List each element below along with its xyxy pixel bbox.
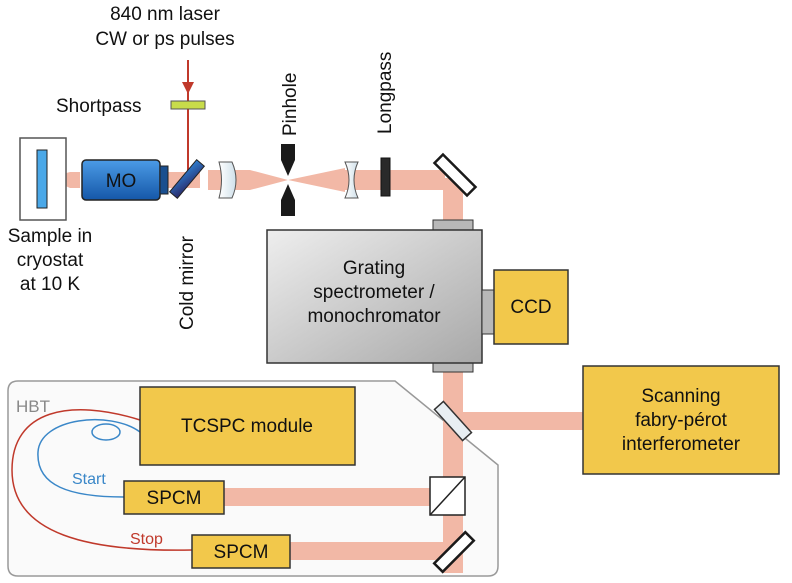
- laser-label-line1: 840 nm laser: [110, 4, 221, 25]
- sample-label-line1: Sample in: [8, 226, 93, 247]
- cold-mirror: [168, 158, 206, 200]
- shortpass-filter: [170, 100, 206, 110]
- spectrometer-label-line1: Grating: [343, 258, 405, 279]
- lens-2: [344, 161, 359, 199]
- start-cable-loop: [91, 423, 121, 441]
- hbt-enclosure: [7, 380, 499, 577]
- spectrometer-box: [266, 229, 483, 364]
- lens-1: [218, 161, 237, 199]
- fabry-perot-label-line3: interferometer: [622, 434, 741, 455]
- shortpass-label: Shortpass: [56, 96, 142, 117]
- mo-label: MO: [106, 171, 137, 192]
- start-cable: [37, 419, 141, 498]
- flip-mirror: [433, 400, 473, 442]
- pinhole-upper: [281, 144, 295, 176]
- longpass-filter: [380, 157, 391, 197]
- spcm-2-label: SPCM: [214, 542, 269, 563]
- spectrometer-label-line2: spectrometer /: [313, 282, 435, 303]
- laser-label-line2: CW or ps pulses: [95, 29, 234, 50]
- mirror-top: [432, 152, 478, 198]
- cold-mirror-label: Cold mirror: [177, 235, 198, 330]
- pinhole-label: Pinhole: [280, 73, 301, 136]
- start-label: Start: [72, 471, 106, 488]
- spectrometer-label-line3: monochromator: [307, 306, 441, 327]
- ccd-connector: [481, 289, 495, 335]
- fabry-perot-label-line2: fabry-pérot: [635, 410, 728, 431]
- fabry-perot-label-line1: Scanning: [641, 386, 720, 407]
- spcm-1-label: SPCM: [147, 488, 202, 509]
- ccd-label: CCD: [510, 297, 551, 318]
- spcm-2: [191, 534, 291, 569]
- beam-splitter-cube: [429, 476, 466, 516]
- mirror-bottom: [432, 530, 476, 574]
- tcspc-label: TCSPC module: [181, 416, 313, 437]
- spectrometer-entrance-slit: [432, 219, 474, 231]
- ccd-box: [493, 269, 569, 345]
- tcspc-module: [139, 386, 356, 466]
- sample-label-line3: at 10 K: [20, 274, 81, 295]
- laser-arrow-icon: [182, 82, 194, 94]
- pinhole-lower: [281, 184, 295, 216]
- spcm-1: [123, 480, 225, 515]
- sample-label-line2: cryostat: [17, 250, 84, 271]
- fabry-perot-box: [582, 365, 780, 475]
- hbt-label: HBT: [16, 397, 50, 416]
- longpass-label: Longpass: [375, 52, 396, 134]
- stop-label: Stop: [130, 531, 163, 548]
- sample-icon: [36, 149, 48, 209]
- stop-cable: [11, 409, 193, 551]
